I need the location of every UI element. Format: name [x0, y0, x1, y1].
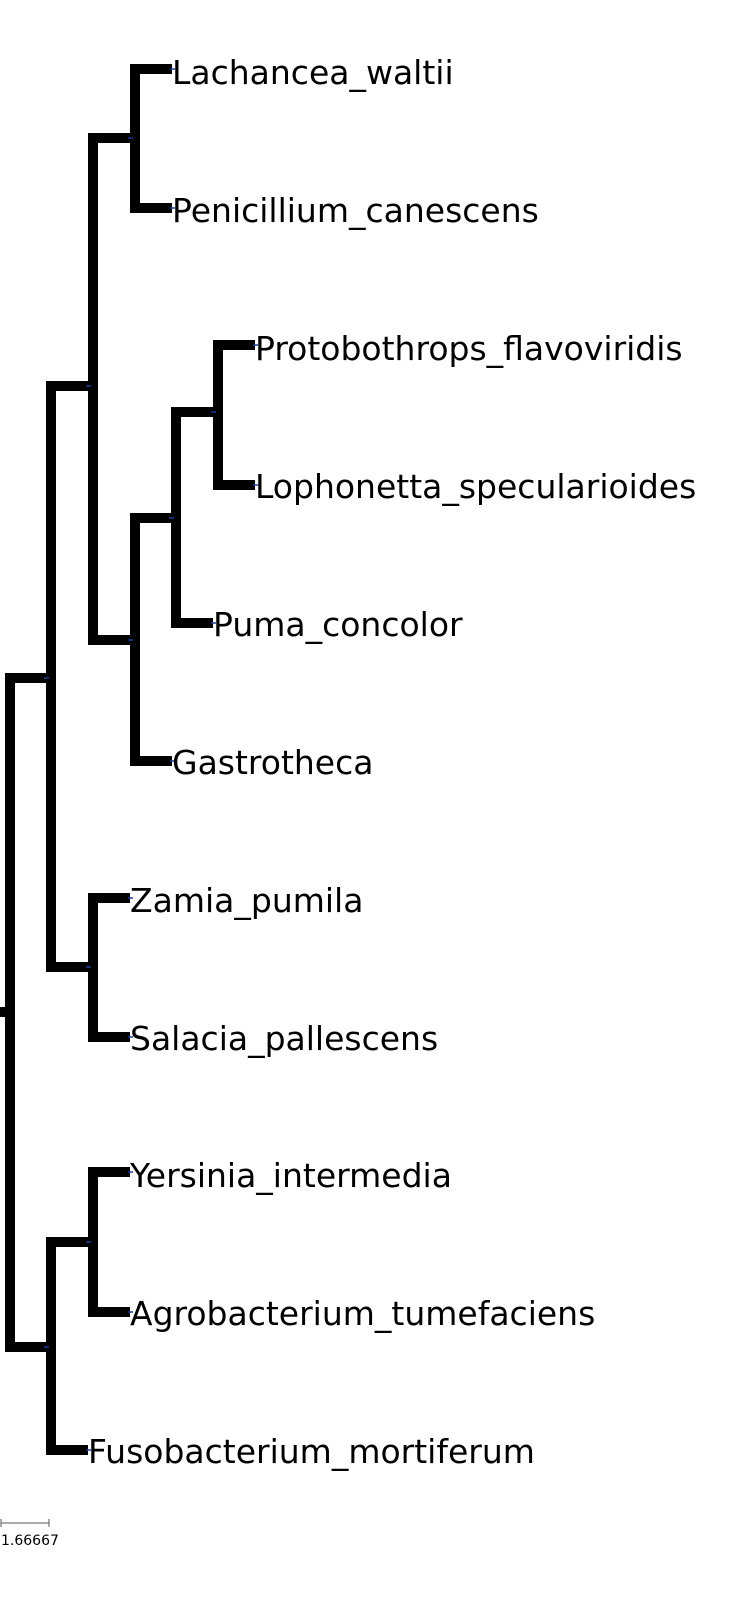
scale-bar-label: 1.66667 — [1, 1533, 59, 1549]
leaf-label-puma: Puma_concolor — [213, 605, 463, 644]
leaf-label-agrobacterium: Agrobacterium_tumefaciens — [130, 1294, 595, 1333]
leaf-label-gastrotheca: Gastrotheca — [172, 743, 373, 782]
scale-bar-line — [0, 1519, 50, 1527]
leaf-label-zamia: Zamia_pumila — [130, 881, 363, 920]
leaf-label-fusobacterium: Fusobacterium_mortiferum — [88, 1432, 535, 1471]
leaf-label-protobothrops: Protobothrops_flavoviridis — [255, 329, 683, 368]
tree-branches — [0, 64, 255, 1455]
leaf-label-penicillium: Penicillium_canescens — [172, 191, 539, 230]
leaf-label-lophonetta: Lophonetta_specularioides — [255, 467, 696, 506]
leaf-label-yersinia: Yersinia_intermedia — [129, 1156, 452, 1195]
scale-bar: 1.66667 — [0, 1519, 59, 1549]
leaf-labels: Lachancea_waltii Penicillium_canescens P… — [88, 53, 696, 1471]
node-markers — [44, 68, 258, 1451]
leaf-label-salacia: Salacia_pallescens — [130, 1019, 438, 1058]
leaf-label-lachancea: Lachancea_waltii — [172, 53, 454, 92]
